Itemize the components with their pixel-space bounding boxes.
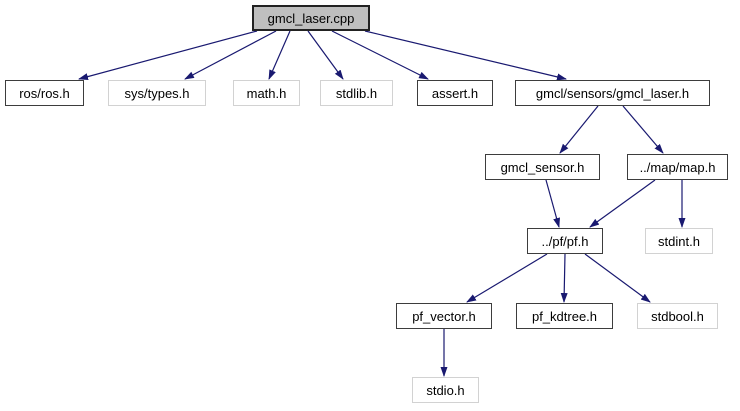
graph-node-ros-ros-h[interactable]: ros/ros.h [5, 80, 84, 106]
edge-pf-pf-h-to-stdbool-h [584, 253, 651, 303]
edge-pf-pf-h-to-pf-vector-h [466, 253, 548, 303]
graph-node-assert-h[interactable]: assert.h [417, 80, 493, 106]
edge-gmcl-laser-cpp-to-math-h [268, 30, 291, 80]
edge-gmcl-laser-cpp-to-sys-types-h [184, 30, 277, 80]
graph-node-gmcl-sensor-h[interactable]: gmcl_sensor.h [485, 154, 600, 180]
graph-node-sys-types-h: sys/types.h [108, 80, 206, 106]
graph-node-pf-pf-h[interactable]: ../pf/pf.h [527, 228, 603, 254]
graph-node-math-h: math.h [233, 80, 300, 106]
graph-node-map-map-h[interactable]: ../map/map.h [627, 154, 728, 180]
graph-node-gmcl-sensors-gmcl-laser-h[interactable]: gmcl/sensors/gmcl_laser.h [515, 80, 710, 106]
edges-group [78, 30, 686, 377]
edge-gmcl-sensor-h-to-pf-pf-h [545, 179, 560, 228]
graph-node-stdbool-h: stdbool.h [637, 303, 718, 329]
graph-node-pf-vector-h[interactable]: pf_vector.h [396, 303, 492, 329]
edge-gmcl-sensors-gmcl-laser-h-to-map-map-h [622, 105, 664, 154]
edge-gmcl-laser-cpp-to-assert-h [331, 30, 429, 80]
graph-node-gmcl-laser-cpp: gmcl_laser.cpp [252, 5, 370, 31]
graph-node-stdio-h: stdio.h [412, 377, 479, 403]
edge-gmcl-laser-cpp-to-gmcl-sensors-gmcl-laser-h [364, 30, 567, 81]
graph-node-stdint-h: stdint.h [645, 228, 713, 254]
edge-map-map-h-to-pf-pf-h [589, 179, 656, 228]
edge-pf-pf-h-to-pf-kdtree-h [560, 253, 568, 303]
edge-gmcl-laser-cpp-to-stdlib-h [307, 30, 344, 80]
edge-gmcl-sensors-gmcl-laser-h-to-gmcl-sensor-h [559, 105, 599, 154]
graph-node-stdlib-h: stdlib.h [320, 80, 393, 106]
edge-gmcl-laser-cpp-to-ros-ros-h [78, 30, 258, 81]
graph-node-pf-kdtree-h[interactable]: pf_kdtree.h [516, 303, 613, 329]
